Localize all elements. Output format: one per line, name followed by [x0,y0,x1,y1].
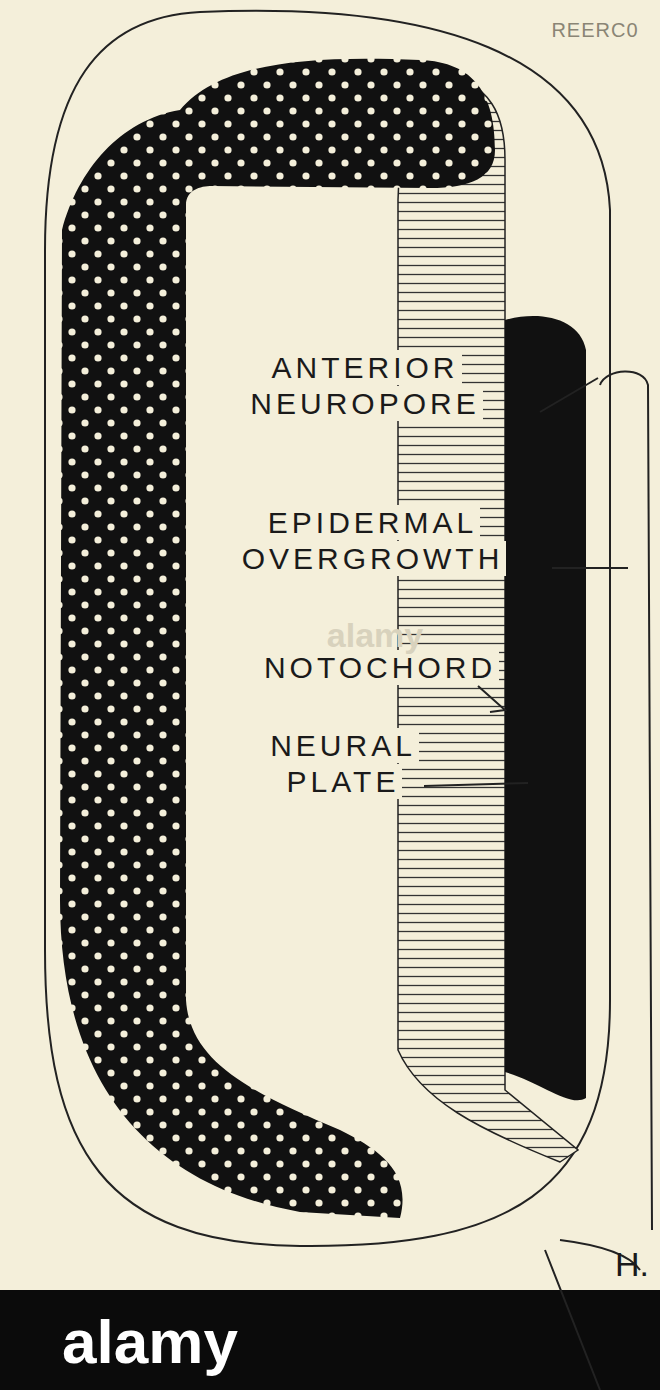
watermark: alamy [327,616,423,654]
structure-label-box: NOTOCHORD [255,650,505,686]
watermark-logo: alamy [62,1307,238,1376]
structure-label: NOTOCHORD [261,650,499,685]
structure-label: ANTERIOR NEUROPORE [247,350,482,421]
structure-label-box: EPIDERMAL OVERGROWTH [195,505,550,577]
figure-letter-box: H. [608,1244,656,1285]
image-id: REERC0 [551,19,638,41]
structure-label: EPIDERMAL OVERGROWTH [239,505,507,576]
watermark-logo-box: alamy [20,1305,280,1379]
structure-label-box: NEURAL PLATE [258,728,428,800]
structure-label: NEURAL PLATE [267,728,419,799]
structure-label-box: ANTERIOR NEUROPORE [190,350,540,422]
watermark-box: alamy [300,615,450,656]
figure-letter: H. [615,1245,649,1283]
image-id-box: REERC0 [540,18,650,42]
